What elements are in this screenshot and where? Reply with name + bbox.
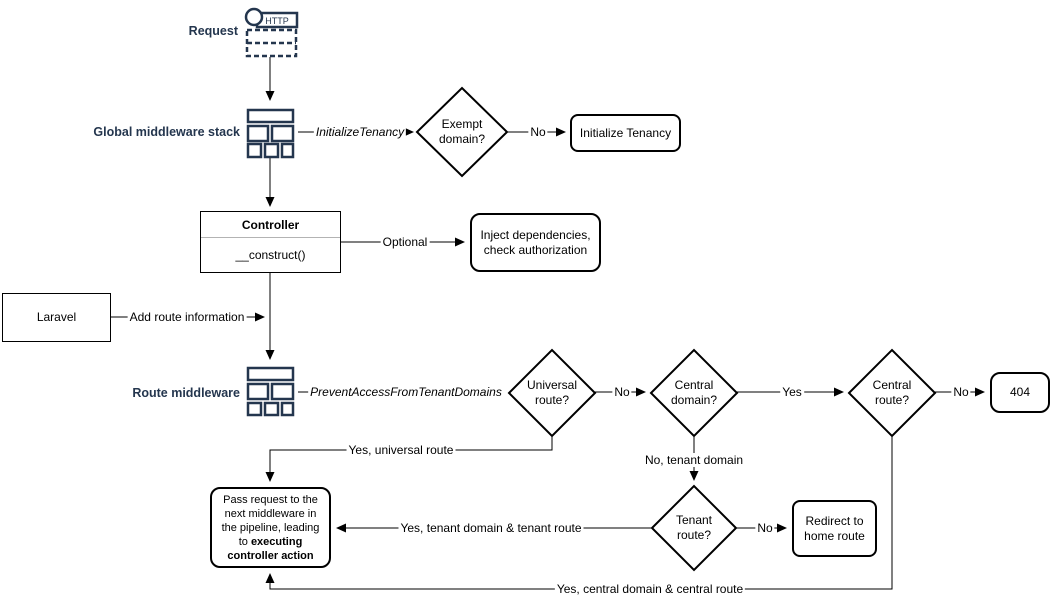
global-middleware-stack-label: Global middleware stack xyxy=(93,125,240,139)
pass-request-text: Pass request to the next middleware in t… xyxy=(221,493,320,562)
edge-label-tenant-no: No xyxy=(755,521,775,535)
route-middleware-stack-icon xyxy=(246,366,295,417)
node-controller: Controller __construct() xyxy=(200,211,341,273)
edge-label-universal-no: No xyxy=(612,385,632,399)
decision-universal-route: Universal route? xyxy=(526,378,578,407)
decision-exempt-domain-shape xyxy=(415,86,509,178)
edge-label-universal-yes: Yes, universal route xyxy=(346,443,456,457)
node-inject-dependencies: Inject dependencies, check authorization xyxy=(470,213,601,272)
node-redirect-home: Redirect to home route xyxy=(792,500,877,557)
edge-label-prevent-access: PreventAccessFromTenantDomains xyxy=(308,385,504,399)
edge-label-tenant-yes: Yes, tenant domain & tenant route xyxy=(398,521,584,535)
http-request-icon: HTTP xyxy=(244,7,299,58)
node-pass-request: Pass request to the next middleware in t… xyxy=(210,487,331,568)
route-middleware-label: Route middleware xyxy=(132,386,240,400)
decision-tenant-route: Tenant route? xyxy=(675,513,713,542)
decision-central-route: Central route? xyxy=(872,378,912,407)
decision-central-domain: Central domain? xyxy=(670,378,718,407)
edge-label-central-route-no: No xyxy=(951,385,971,399)
edge-label-optional: Optional xyxy=(380,235,430,249)
controller-method: __construct() xyxy=(235,248,306,262)
decision-universal-route-shape xyxy=(507,348,597,438)
node-initialize-tenancy: Initialize Tenancy xyxy=(570,114,681,152)
edge-label-initialize-tenancy: InitializeTenancy xyxy=(313,125,407,139)
middleware-stack-icon xyxy=(246,108,295,159)
edge-label-central-domain-yes: Yes xyxy=(780,385,804,399)
request-label: Request xyxy=(188,24,238,38)
decision-exempt-domain: Exempt domain? xyxy=(438,117,486,146)
decision-central-route-shape xyxy=(847,348,937,438)
node-laravel: Laravel xyxy=(2,293,111,342)
http-icon-label: HTTP xyxy=(265,16,289,26)
node-404: 404 xyxy=(990,372,1050,413)
edge-label-add-route-information: Add route information xyxy=(127,310,247,324)
edge-label-no-tenant-domain: No, tenant domain xyxy=(642,453,746,467)
decision-central-domain-shape xyxy=(649,348,739,438)
edge-label-exempt-no: No xyxy=(528,125,548,139)
edge-label-central-yes: Yes, central domain & central route xyxy=(554,582,746,596)
controller-title: Controller xyxy=(201,212,340,238)
decision-tenant-route-shape xyxy=(650,484,738,572)
